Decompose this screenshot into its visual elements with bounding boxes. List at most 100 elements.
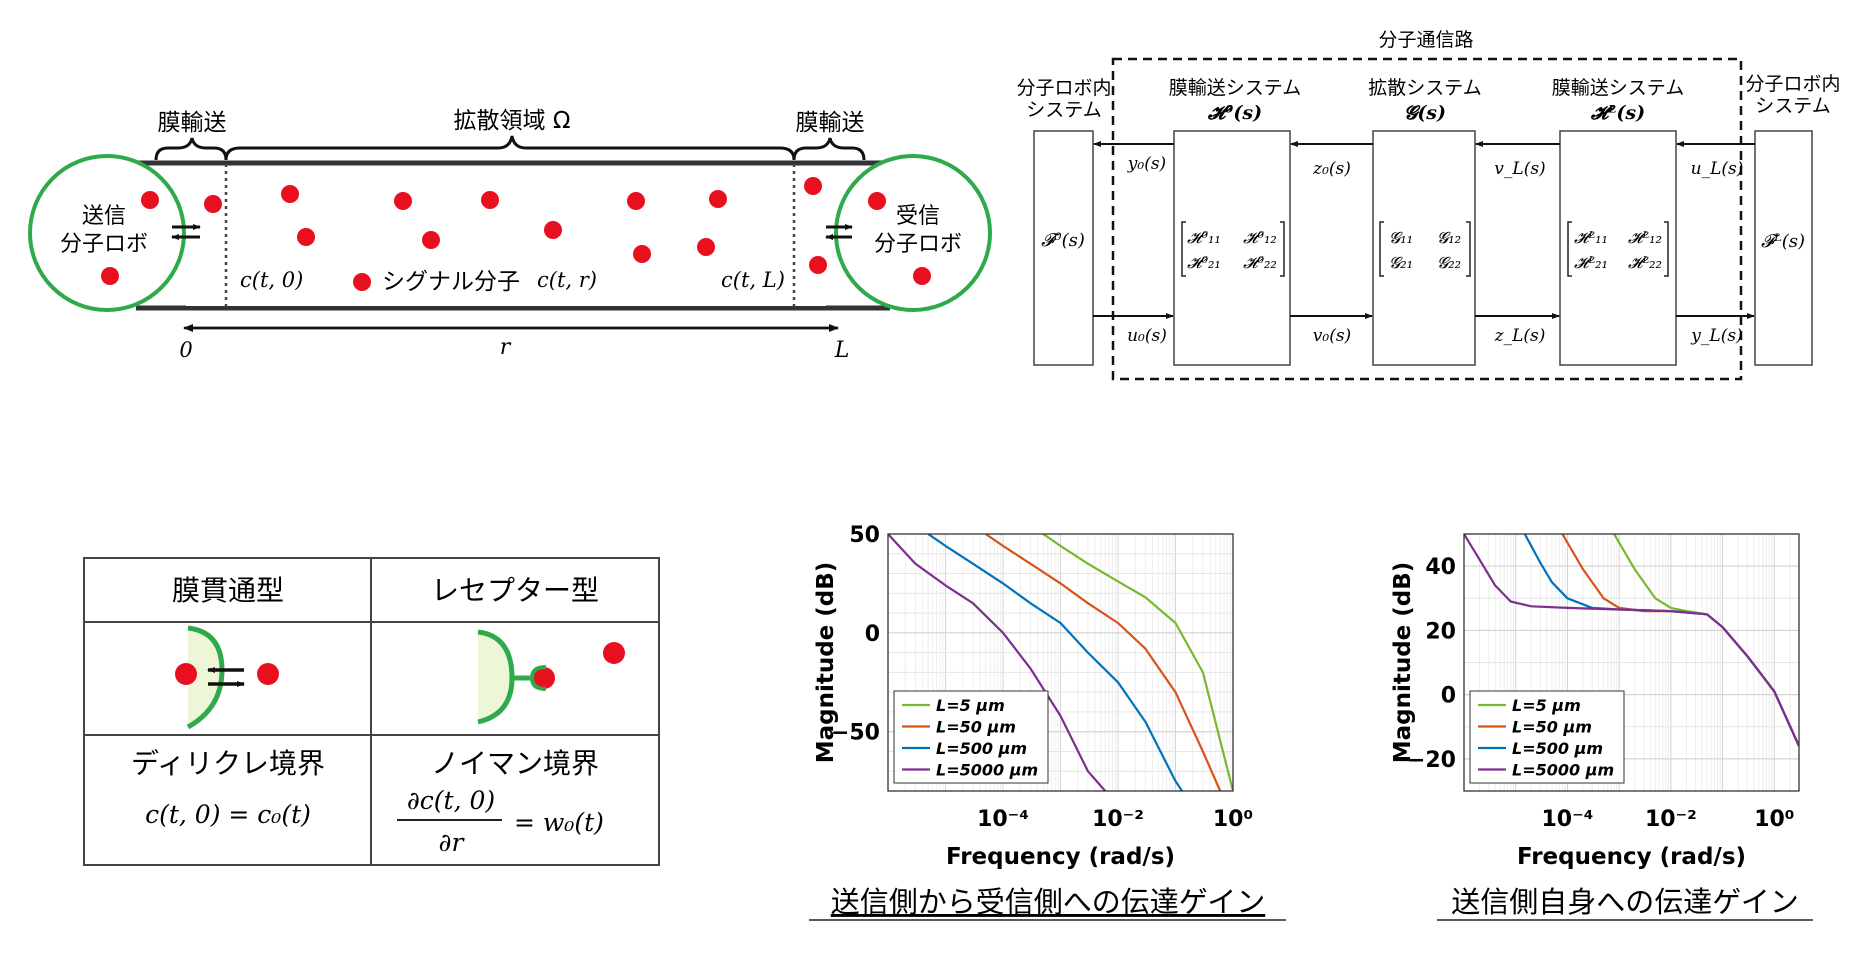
legend-entry-0: L=5 μm <box>936 696 1005 715</box>
y-tick-label: 0 <box>1441 684 1456 709</box>
F0-symbol: 𝓕⁰(s) <box>1041 230 1085 251</box>
x-tick-label: 10⁻⁴ <box>977 807 1029 832</box>
sender-label-line2: 分子ロボ <box>60 232 148 257</box>
molecule-dot <box>204 195 222 213</box>
molecule-dot <box>175 663 197 685</box>
boundary-table: 膜貫通型 レセプター型 ディリクレ境界 ノイマン境界 c(t, 0) = c₀(… <box>83 557 660 866</box>
molecule-dot <box>603 642 625 664</box>
x-tick-label: 10⁰ <box>1213 807 1253 832</box>
HL-entry-21: 𝓗ᴸ₂₁ <box>1574 253 1608 272</box>
legend-entry-1: L=50 μm <box>1512 718 1592 737</box>
y-tick-label: −20 <box>1407 748 1456 773</box>
HL-entry-12: 𝓗ᴸ₁₂ <box>1628 228 1662 247</box>
x-tick-label: 10⁻⁴ <box>1542 807 1594 832</box>
HL-entry-22: 𝓗ᴸ₂₂ <box>1628 253 1662 272</box>
neumann-eq-rhs: = w₀(t) <box>514 808 604 837</box>
x-axis-label: Frequency (rad/s) <box>946 844 1175 870</box>
molecule-dot <box>257 663 279 685</box>
molecule-dot <box>533 667 555 689</box>
bode-plot-cross-gain: 50 0 −50 10⁻⁴ 10⁻² 10⁰ Frequency (rad/s) Magnit… <box>813 523 1253 870</box>
y-axis-label: Magnitude (dB) <box>813 562 839 764</box>
HL-entry-11: 𝓗ᴸ₁₁ <box>1574 228 1608 247</box>
membraneL-label: 膜輸送システム <box>1552 77 1684 99</box>
membrane0-symbol: 𝓗⁰(s) <box>1207 102 1262 124</box>
y-tick-label: 40 <box>1425 555 1456 580</box>
molecule-dot <box>297 228 315 246</box>
signal-z0: z₀(s) <box>1312 159 1351 179</box>
block-diagram: 分子通信路 分子ロボ内 システム 膜輸送システム 𝓗⁰(s) 拡散システム 𝓖(… <box>1016 29 1841 381</box>
signal-molecules <box>101 177 931 291</box>
molecule-dot <box>697 238 715 256</box>
y-tick-label: −50 <box>831 721 880 746</box>
y-tick-label: 0 <box>865 622 880 647</box>
sender-label-line1: 送信 <box>82 204 126 229</box>
H0-entry-21: 𝓗⁰₂₁ <box>1187 253 1221 272</box>
molecule-dot <box>422 231 440 249</box>
G-entry-11: 𝓖₁₁ <box>1389 228 1413 247</box>
legend-entry-2: L=500 μm <box>1512 739 1603 758</box>
molecule-dot <box>481 191 499 209</box>
molecule-dot <box>544 221 562 239</box>
G-matrix: 𝓖₁₁ 𝓖₁₂ 𝓖₂₁ 𝓖₂₂ <box>1379 221 1471 277</box>
block-HL <box>1559 130 1677 366</box>
signal-y0: y₀(s) <box>1127 154 1166 174</box>
brace-membrane-left <box>154 137 228 161</box>
axis-r-label: r <box>500 335 512 360</box>
legend-entry-2: L=500 μm <box>936 739 1027 758</box>
series-line-2 <box>927 534 1184 791</box>
signal-u0: u₀(s) <box>1127 326 1167 346</box>
brace-diffusion <box>224 135 796 161</box>
molecule-dot <box>913 267 931 285</box>
inner-left-label-2: システム <box>1026 99 1101 121</box>
dirichlet-label: ディリクレ境界 <box>131 747 325 780</box>
channel-title: 分子通信路 <box>1378 29 1473 51</box>
receptor-membrane <box>478 632 512 722</box>
inner-right-label-2: システム <box>1755 95 1830 117</box>
molecule-dot <box>804 177 822 195</box>
legend-box <box>893 690 1049 784</box>
neumann-eq-numerator: ∂c(t, 0) <box>407 786 495 815</box>
signal-uL: u_L(s) <box>1691 159 1744 179</box>
H0-entry-22: 𝓗⁰₂₂ <box>1243 253 1277 272</box>
label-diffusion-region: 拡散領域 Ω <box>454 108 571 134</box>
molecule-dot <box>281 185 299 203</box>
H0-entry-12: 𝓗⁰₁₂ <box>1243 228 1277 247</box>
H0-entry-11: 𝓗⁰₁₁ <box>1187 228 1221 247</box>
axis-L-label: L <box>834 338 850 363</box>
signal-molecule-label: シグナル分子 <box>382 269 520 295</box>
label-membrane-left: 膜輸送 <box>158 110 227 136</box>
block-FL <box>1754 130 1813 366</box>
y-tick-label: 50 <box>849 523 880 548</box>
c-tL-label: c(t, L) <box>721 268 785 292</box>
molecule-dot <box>141 191 159 209</box>
chart-caption-self: 送信側自身への伝達ゲイン <box>1451 885 1798 919</box>
block-G <box>1372 130 1476 366</box>
inner-left-label-1: 分子ロボ内 <box>1016 77 1111 99</box>
series-line-1 <box>985 534 1222 791</box>
receiver-label-line1: 受信 <box>896 204 940 229</box>
molecule-dot <box>868 192 886 210</box>
signal-yL: y_L(s) <box>1690 326 1742 346</box>
legend-entry-3: L=5000 μm <box>1512 761 1614 780</box>
x-tick-label: 10⁰ <box>1754 807 1794 832</box>
neumann-label: ノイマン境界 <box>431 747 599 780</box>
legend-entry-1: L=50 μm <box>936 718 1016 737</box>
signal-vL: v_L(s) <box>1494 159 1545 179</box>
label-membrane-right: 膜輸送 <box>796 110 865 136</box>
chart-caption-cross: 送信側から受信側への伝達ゲイン <box>831 885 1265 919</box>
c-t0-label: c(t, 0) <box>240 268 303 292</box>
x-axis-label: Frequency (rad/s) <box>1517 844 1746 870</box>
block-H0 <box>1173 130 1291 366</box>
channel-schematic: 膜輸送 拡散領域 Ω 膜輸送 送信 分子ロボ 受信 分子ロボ <box>28 108 992 363</box>
x-tick-label: 10⁻² <box>1092 807 1144 832</box>
block-F0 <box>1033 130 1094 366</box>
y-axis-label: Magnitude (dB) <box>1390 562 1416 764</box>
brace-membrane-right <box>792 137 866 161</box>
molecule-dot <box>394 192 412 210</box>
x-tick-label: 10⁻² <box>1645 807 1697 832</box>
molecule-dot <box>809 256 827 274</box>
legend-entry-3: L=5000 μm <box>936 761 1038 780</box>
legend-box <box>1469 690 1625 784</box>
